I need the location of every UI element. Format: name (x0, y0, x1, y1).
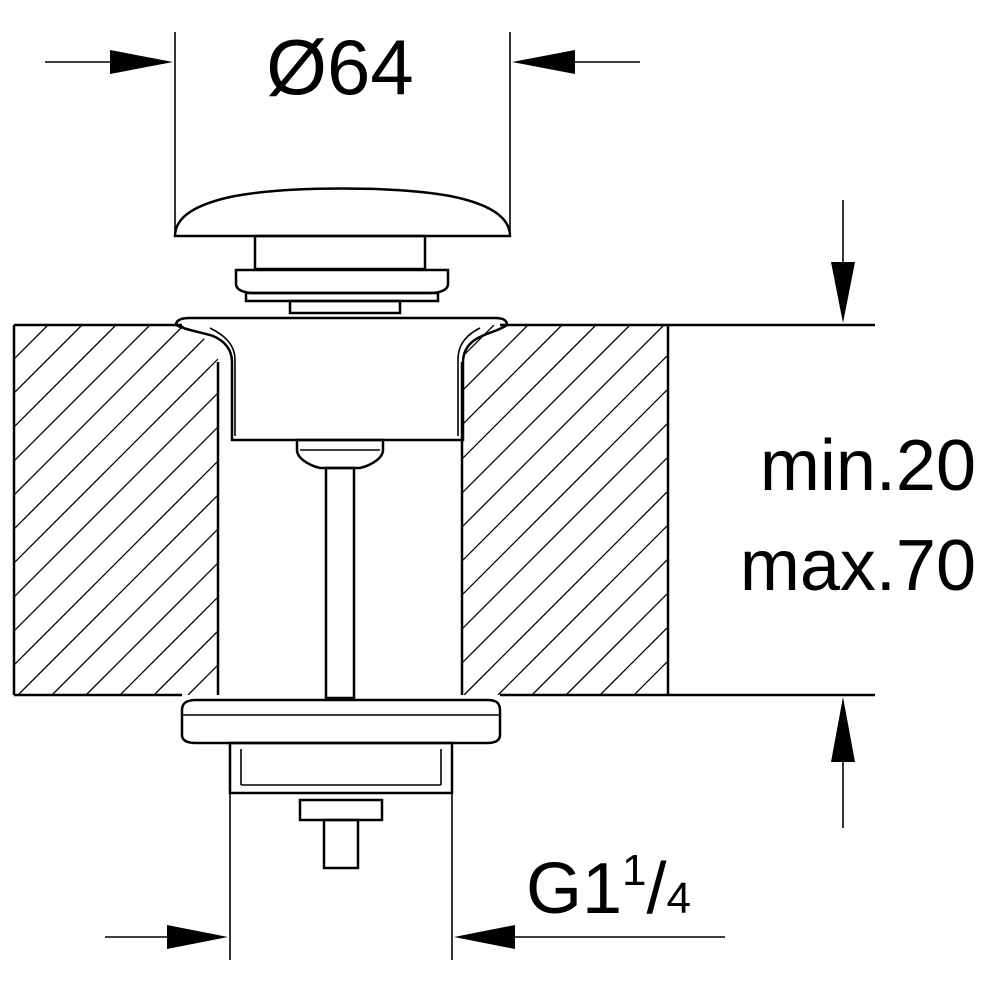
drain-valve (173, 187, 512, 870)
hatch-line (17, 325, 218, 695)
rod (324, 466, 356, 700)
hatch-line (462, 325, 529, 695)
hatch-line (462, 325, 597, 695)
diameter-dimension: Ø64 (45, 23, 640, 234)
hatch-line (14, 325, 83, 695)
hatch-line (462, 325, 668, 695)
hatch-line (14, 325, 117, 695)
flange (174, 316, 509, 442)
hatch-left (14, 325, 592, 695)
hatch-line (462, 325, 668, 695)
hatch-line (222, 325, 592, 695)
hatch-line (14, 325, 218, 695)
hatch-line (633, 325, 668, 695)
diameter-label: Ø64 (266, 23, 413, 111)
lock-nut (180, 698, 502, 745)
hatch-line (462, 325, 631, 695)
hatch-line (14, 325, 218, 695)
hatch-line (14, 325, 218, 695)
seal-ring (234, 268, 450, 295)
hatch-line (497, 325, 668, 695)
hatch-line (667, 325, 668, 695)
hatch-line (153, 325, 218, 695)
hatch-line (463, 325, 668, 695)
hatch-line (462, 325, 668, 695)
hatch-line (462, 325, 563, 695)
rod-head (295, 438, 385, 470)
thread-dimension: G11/4 (105, 793, 725, 960)
hatch-line (462, 325, 665, 695)
hatch-line (462, 325, 495, 695)
hatch-line (90, 325, 460, 695)
hatch-right (90, 325, 668, 695)
hatch-line (51, 325, 218, 695)
thickness-dimension: min.20 max.70 (740, 200, 976, 828)
hatch-line (14, 325, 15, 695)
thread-label: G11/4 (526, 846, 691, 929)
max-thickness-label: max.70 (740, 526, 976, 606)
hatch-line (119, 325, 218, 695)
hatch-line (85, 325, 218, 695)
hatch-line (14, 325, 185, 695)
cap (173, 187, 512, 238)
hatch-line (531, 325, 668, 695)
min-thickness-label: min.20 (760, 426, 976, 506)
hatch-line (14, 325, 151, 695)
hatch-line (462, 325, 668, 695)
hatch-line (14, 325, 49, 695)
hatch-line (599, 325, 668, 695)
hatch-line (14, 325, 218, 695)
hatch-line (14, 325, 218, 695)
hatch-line (565, 325, 668, 695)
hatch-line (187, 325, 218, 695)
thread-section (228, 741, 454, 795)
countertop-section (12, 323, 875, 697)
cap-stem (253, 234, 427, 271)
